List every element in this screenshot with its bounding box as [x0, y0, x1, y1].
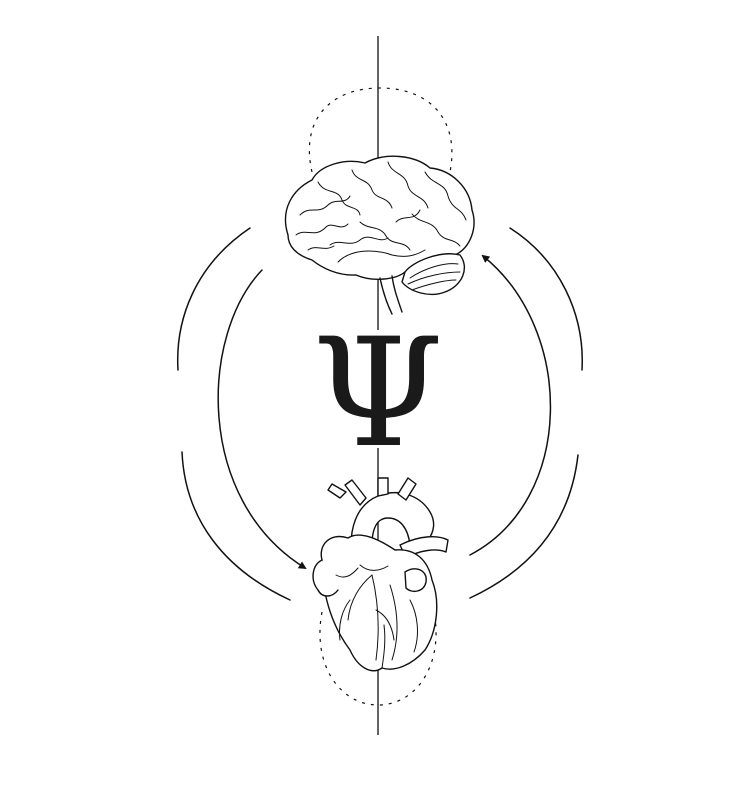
- anatomical-heart-icon: [312, 477, 449, 672]
- cycle-arrows: [217, 254, 552, 570]
- brain-dotted-halo: [308, 87, 453, 173]
- arrow-heart-to-brain: [469, 254, 552, 556]
- outer-arcs: [176, 227, 583, 601]
- psi-symbol: Ψ: [312, 307, 444, 481]
- brain-icon: [284, 155, 475, 315]
- psi-symbol-icon: Ψ: [312, 307, 444, 481]
- arrow-brain-to-heart: [217, 269, 307, 570]
